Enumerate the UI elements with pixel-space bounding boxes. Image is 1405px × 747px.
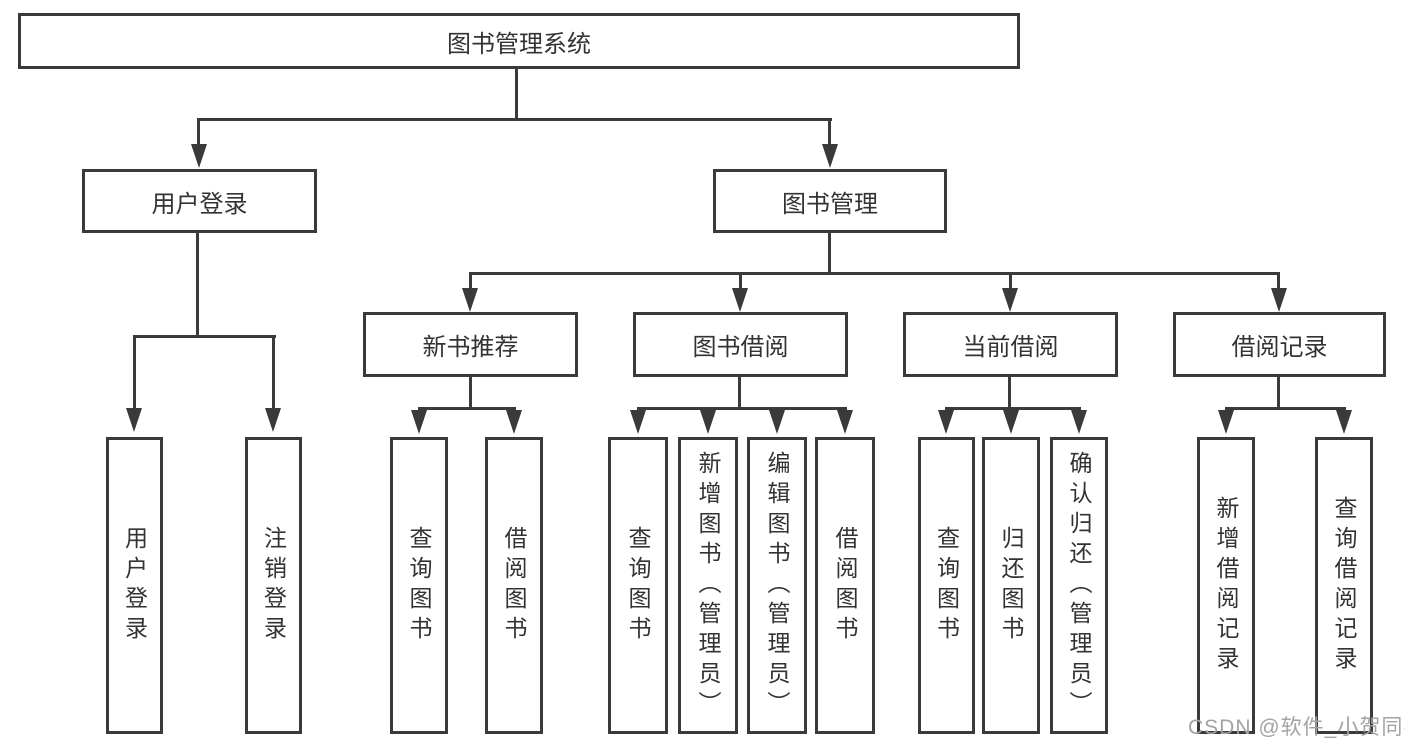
arrow-to-rec-query (1336, 410, 1352, 434)
arrow-to-book-borrow (732, 288, 748, 312)
leaf-user-login: 用户登录 (106, 437, 163, 734)
leaf-rec-query-record-label: 查询借阅记录 (1331, 495, 1357, 676)
leaf-nb-query-books: 查询图书 (390, 437, 448, 734)
leaf-logout-label: 注销登录 (260, 525, 287, 646)
arrow-to-new-book (462, 288, 478, 312)
connector-l2-drop-2 (739, 272, 742, 292)
connector-new-book-stem (469, 377, 472, 410)
arrow-to-cb-confirm (1071, 410, 1087, 434)
arrow-to-rec-add (1218, 410, 1234, 434)
leaf-nb-borrow-books: 借阅图书 (485, 437, 543, 734)
leaf-cb-query-books-label: 查询图书 (933, 525, 960, 646)
node-book-management-label: 图书管理 (782, 190, 878, 218)
leaf-cb-query-books: 查询图书 (918, 437, 975, 734)
connector-l1-bar (197, 118, 832, 121)
node-current-borrowing: 当前借阅 (903, 312, 1118, 377)
arrow-to-bb-query (630, 410, 646, 434)
leaf-bb-edit-books-admin: 编辑图书（管理员） (747, 437, 807, 734)
leaf-cb-confirm-return-admin: 确认归还（管理员） (1050, 437, 1108, 734)
arrow-to-nb-query (411, 410, 427, 434)
connector-user-login-drop-1 (133, 335, 136, 410)
connector-user-login-drop-2 (272, 335, 275, 410)
leaf-cb-return-books-label: 归还图书 (998, 525, 1024, 646)
connector-records-bar (1225, 407, 1346, 410)
node-current-borrowing-label: 当前借阅 (962, 334, 1059, 361)
arrow-to-current-borrow (1002, 288, 1018, 312)
csdn-watermark: CSDN @软件_小贺同学 (1188, 716, 1405, 739)
arrow-to-leaf-logout (265, 408, 281, 432)
arrow-to-bb-add (700, 410, 716, 434)
arrow-to-leaf-user-login (126, 408, 142, 432)
connector-l2-drop-1 (469, 272, 472, 292)
connector-l1-drop-left (197, 118, 200, 146)
leaf-user-login-label: 用户登录 (121, 525, 148, 646)
arrow-to-bb-edit (769, 410, 785, 434)
leaf-cb-return-books: 归还图书 (982, 437, 1040, 734)
node-book-borrowing-label: 图书借阅 (692, 334, 789, 361)
arrow-to-cb-query (938, 410, 954, 434)
arrow-to-bb-borrow (837, 410, 853, 434)
leaf-rec-add-record-label: 新增借阅记录 (1213, 495, 1239, 676)
connector-user-login-bar (133, 335, 276, 338)
connector-book-borrow-stem (738, 377, 741, 410)
node-book-borrowing: 图书借阅 (633, 312, 848, 377)
node-user-login-label: 用户登录 (151, 190, 248, 218)
node-borrowing-records-label: 借阅记录 (1231, 334, 1328, 361)
connector-current-borrow-stem (1008, 377, 1011, 410)
leaf-nb-borrow-books-label: 借阅图书 (501, 525, 527, 646)
connector-l2-drop-4 (1277, 272, 1280, 292)
connector-records-stem (1277, 377, 1280, 410)
connector-root-stem (515, 69, 518, 119)
connector-l2-drop-3 (1009, 272, 1012, 292)
connector-book-mgmt-stem (828, 233, 831, 275)
connector-current-borrow-bar (945, 407, 1081, 410)
leaf-cb-confirm-return-admin-label: 确认归还（管理员） (1066, 450, 1092, 721)
arrow-to-user-login (191, 144, 207, 168)
leaf-bb-edit-books-admin-label: 编辑图书（管理员） (764, 450, 790, 721)
leaf-bb-add-books-admin: 新增图书（管理员） (678, 437, 738, 734)
arrow-to-nb-borrow (506, 410, 522, 434)
arrow-to-book-management (822, 144, 838, 168)
leaf-bb-query-books: 查询图书 (608, 437, 668, 734)
arrow-to-borrow-records (1271, 288, 1287, 312)
node-new-book-recommendation: 新书推荐 (363, 312, 578, 377)
node-root: 图书管理系统 (18, 13, 1020, 69)
leaf-bb-query-books-label: 查询图书 (625, 525, 651, 646)
connector-book-borrow-bar (637, 407, 847, 410)
connector-user-login-stem (196, 233, 199, 337)
arrow-to-cb-return (1003, 410, 1019, 434)
leaf-bb-borrow-books-label: 借阅图书 (832, 525, 858, 646)
leaf-logout: 注销登录 (245, 437, 302, 734)
connector-new-book-bar (418, 407, 516, 410)
connector-l2-bar (469, 272, 1280, 275)
leaf-bb-add-books-admin-label: 新增图书（管理员） (695, 450, 721, 721)
connector-l1-drop-right (828, 118, 831, 146)
leaf-rec-add-record: 新增借阅记录 (1197, 437, 1255, 734)
node-root-label: 图书管理系统 (447, 30, 591, 58)
node-user-login: 用户登录 (82, 169, 317, 233)
leaf-nb-query-books-label: 查询图书 (406, 525, 432, 646)
leaf-bb-borrow-books: 借阅图书 (815, 437, 875, 734)
node-book-management: 图书管理 (713, 169, 947, 233)
node-borrowing-records: 借阅记录 (1173, 312, 1386, 377)
node-new-book-label: 新书推荐 (422, 334, 519, 361)
leaf-rec-query-record: 查询借阅记录 (1315, 437, 1373, 734)
